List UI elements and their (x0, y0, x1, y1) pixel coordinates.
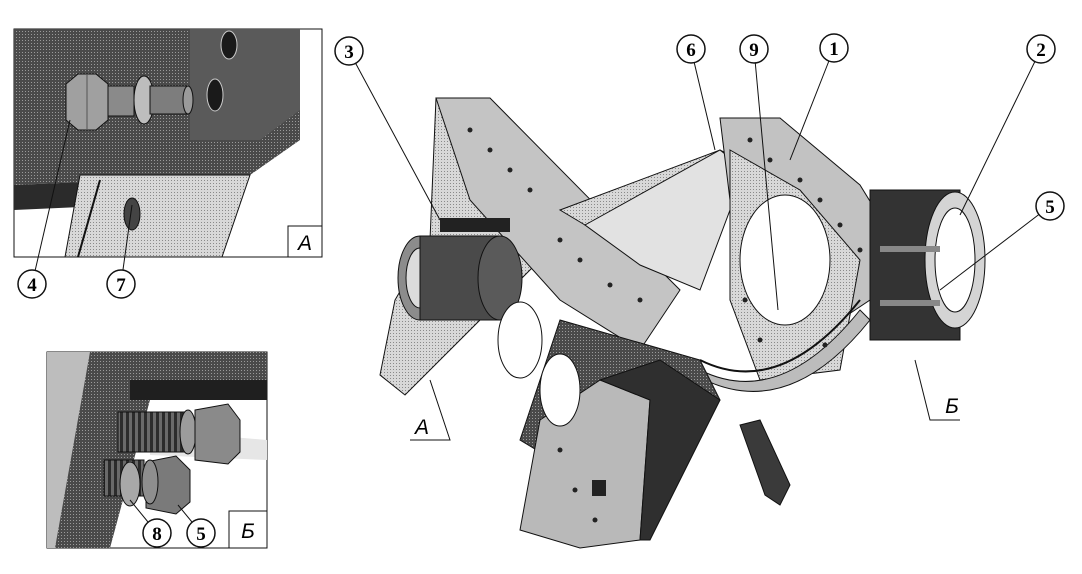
svg-text:9: 9 (749, 40, 759, 61)
callout-3: 3 (334, 36, 364, 66)
svg-text:3: 3 (344, 42, 354, 63)
detail-b: Б 8 5 (46, 351, 268, 549)
callout-9: 9 (739, 34, 769, 64)
bolt-lower-icon (103, 455, 191, 515)
callout-4: 4 (17, 269, 47, 299)
detail-a: А 4 7 (13, 28, 323, 299)
leader-lines (348, 47, 1051, 441)
callout-5-main: 5 (1035, 191, 1065, 221)
view-marker-b: Б (945, 395, 959, 418)
bolt-icon (65, 73, 194, 131)
svg-text:5: 5 (196, 524, 206, 545)
callout-7: 7 (106, 269, 136, 299)
callout-6: 6 (676, 34, 706, 64)
detail-a-view-label: А (296, 232, 312, 255)
svg-text:2: 2 (1036, 40, 1046, 61)
detail-b-view-label: Б (241, 520, 255, 543)
svg-text:5: 5 (1045, 197, 1055, 218)
callout-2: 2 (1026, 34, 1056, 64)
svg-text:6: 6 (686, 40, 696, 61)
callout-1: 1 (819, 33, 849, 63)
svg-text:7: 7 (116, 275, 126, 296)
right-boss-icon (869, 189, 986, 341)
main-assembly (379, 97, 986, 549)
callout-5-detail-b: 5 (186, 518, 216, 548)
view-marker-a: А (413, 416, 429, 439)
svg-text:4: 4 (27, 275, 37, 296)
svg-text:8: 8 (152, 524, 162, 545)
svg-text:1: 1 (829, 39, 839, 60)
callout-8: 8 (142, 518, 172, 548)
left-boss-icon (397, 218, 523, 321)
bolt-upper-icon (117, 403, 241, 465)
